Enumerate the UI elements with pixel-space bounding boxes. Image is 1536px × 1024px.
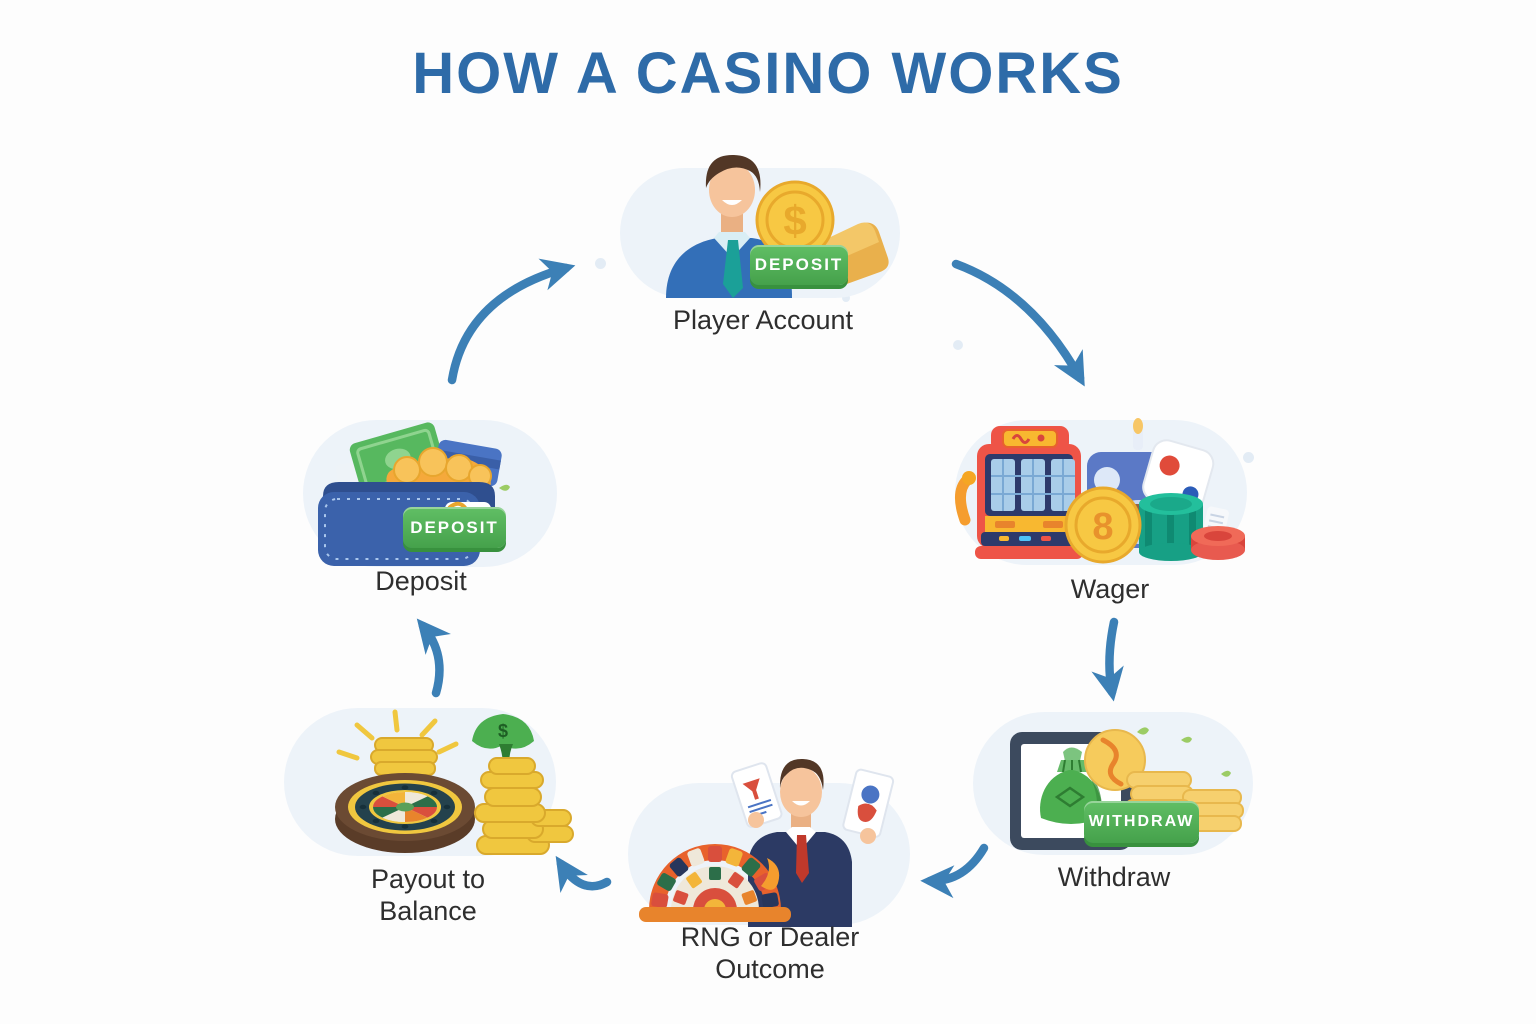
red-chip-stack-icon (1191, 526, 1245, 560)
rng-outcome-label: RNG or Dealer Outcome (680, 922, 860, 984)
player-account-illustration: $ (666, 154, 889, 298)
slot-machine-icon (955, 426, 1083, 559)
dealer-avatar-icon (730, 758, 895, 927)
payout-balance-label: Payout to Balance (370, 864, 486, 926)
deposit-button: DEPOSIT (403, 507, 506, 548)
deposit-label: Deposit (375, 566, 467, 596)
half-roulette-icon (639, 844, 791, 922)
player-account-label: Player Account (672, 305, 854, 335)
coin-dollar-glyph: $ (783, 197, 806, 244)
decor-dot (842, 294, 850, 302)
card-left-icon (730, 762, 783, 828)
wager-illustration: 8 (955, 418, 1245, 564)
money-sprout-icon: $ (472, 714, 534, 766)
dollar-coin-icon: $ (755, 180, 835, 260)
coin-pile-icon (386, 447, 510, 491)
roulette-wheel-icon (335, 773, 475, 853)
arrow-payout-to-deposit (416, 618, 451, 698)
coin-glyph: 8 (1092, 506, 1113, 548)
teal-chip-stack-icon (1139, 493, 1203, 561)
payout-balance-illustration: $ (335, 709, 574, 855)
arrow-deposit-to-player-account (447, 258, 576, 385)
decor-dot (595, 258, 606, 269)
sprout-dollar-glyph: $ (498, 721, 508, 741)
arrow-player-account-to-wager (951, 259, 1085, 387)
card-right-icon (842, 768, 895, 838)
sun-rays-icon (336, 709, 459, 761)
decor-dot (953, 340, 963, 350)
rng-outcome-illustration (639, 758, 895, 927)
page-title: HOW A CASINO WORKS (412, 41, 1124, 106)
decor-dot (1243, 452, 1254, 463)
deposit-button: DEPOSIT (750, 245, 848, 285)
gold-coin-icon: 8 (1064, 486, 1142, 564)
arrow-rng-outcome-to-payout (555, 855, 612, 894)
wager-label: Wager (1070, 574, 1150, 604)
right-coin-stack-icon (474, 757, 574, 855)
withdraw-button: WITHDRAW (1084, 801, 1199, 843)
withdraw-label: Withdraw (1057, 862, 1171, 892)
back-coin-stack-icon (370, 737, 438, 776)
arrow-wager-to-withdraw (1091, 617, 1124, 702)
